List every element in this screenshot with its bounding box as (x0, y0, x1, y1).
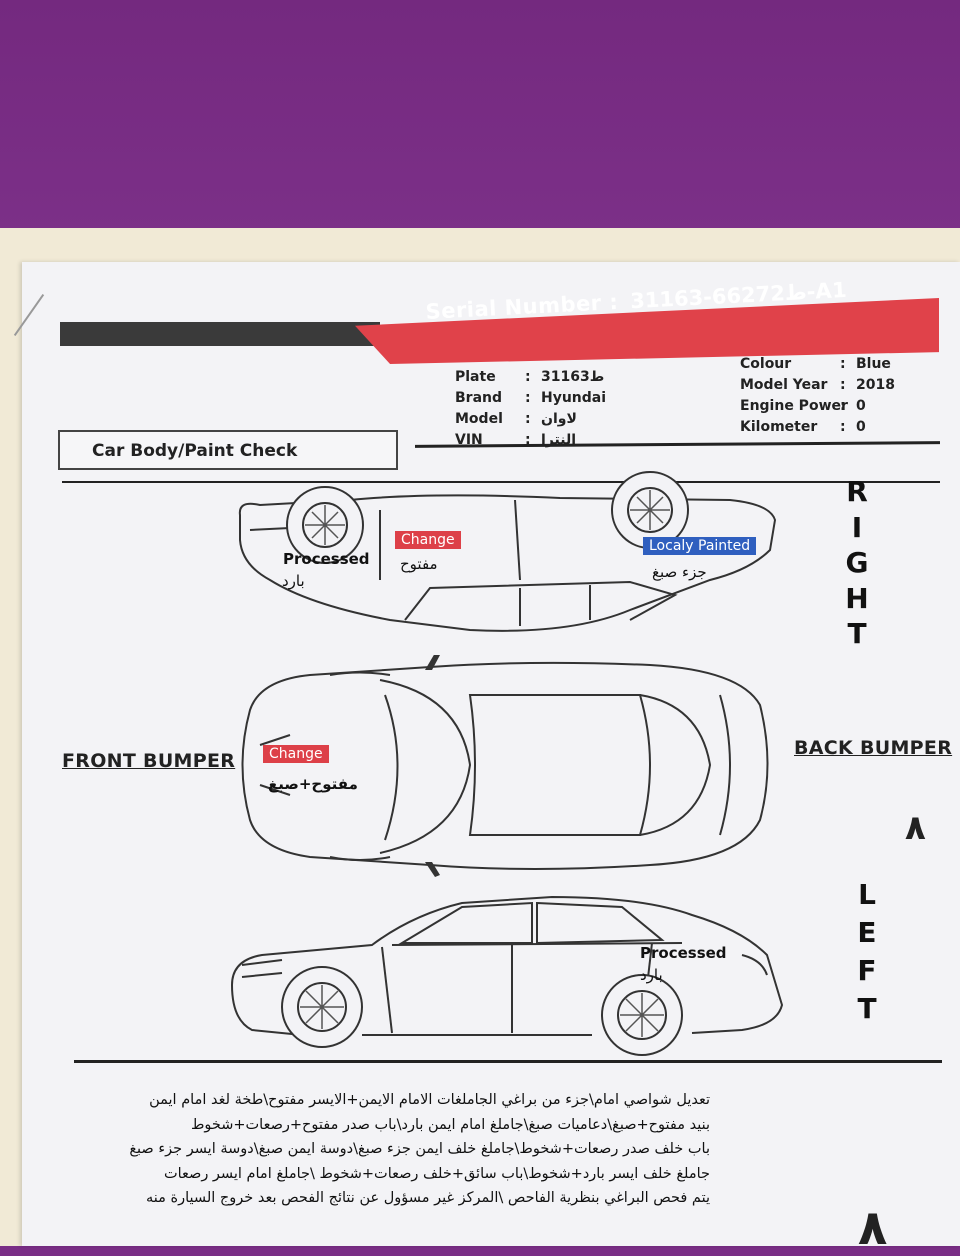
side-letter: L (858, 878, 876, 911)
section-title: Car Body/Paint Check (92, 441, 298, 461)
info-key: Colour (740, 356, 792, 372)
left-processed-label: Processed (640, 944, 727, 962)
info-value: 0 (856, 419, 866, 435)
side-letter: T (847, 617, 867, 650)
side-letter: I (851, 510, 863, 544)
note-line: بنيد مفتوح+صبغ\دعاميات صبغ\جاملغ امام اي… (190, 1116, 710, 1133)
note-line: تعديل شواصي امام\جزء من براغي الجاملغات … (149, 1092, 710, 1108)
side-letter: F (857, 954, 877, 987)
info-row: Engine Power:0 (740, 396, 895, 417)
info-value: ط31163 (541, 369, 605, 385)
car-top-view-diagram (241, 655, 769, 877)
info-row: Brand:Hyundai (455, 388, 606, 409)
car-right-side-diagram (238, 471, 777, 632)
note-line: جاملغ خلف ايسر بارد+شخوط\باب سائق+خلف رص… (163, 1165, 710, 1182)
info-value: Hyundai (541, 390, 607, 406)
info-key: Model (455, 411, 503, 427)
front-bumper-label: FRONT BUMPER (62, 750, 236, 772)
right-change-ar: مفتوح (400, 555, 438, 573)
note-line: باب خلف صدر رصعات+شخوط\جاملغ خلف ايمن جز… (129, 1141, 710, 1157)
right-painted-badge: Localy Painted (643, 537, 757, 555)
side-letter: R (846, 475, 868, 508)
body-check-title-box: Car Body/Paint Check (58, 430, 398, 470)
note-line: يتم فحص البراغي بنظرية الفاحص \المركز غي… (146, 1190, 710, 1206)
inspection-notes: تعديل شواصي امام\جزء من براغي الجاملغات … (90, 1088, 710, 1211)
info-key: Plate (455, 369, 496, 385)
info-key: Kilometer (740, 419, 818, 435)
info-row: Plate:ط31163 (455, 367, 606, 388)
side-letter: E (857, 916, 877, 949)
info-key: VIN (455, 432, 483, 448)
info-value: 2018 (856, 377, 895, 393)
right-processed-ar: بارد (282, 572, 305, 590)
right-painted-ar: جزء صبغ (652, 563, 707, 581)
left-processed-ar: بارد (640, 966, 663, 984)
inspection-sheet (22, 262, 960, 1246)
right-processed-label: Processed (283, 550, 370, 568)
info-key: Model Year (740, 377, 828, 393)
top-change-badge: Change (263, 745, 329, 763)
side-letter: G (845, 546, 869, 579)
vehicle-info-right: Colour:Blue Model Year:2018 Engine Power… (740, 354, 895, 438)
divider-line (74, 1060, 942, 1063)
info-row: Colour:Blue (740, 354, 895, 375)
right-side-label: R I G H T (842, 474, 872, 652)
info-row: VIN:النترا (455, 430, 606, 451)
info-value: Blue (856, 356, 891, 372)
info-row: Model Year:2018 (740, 375, 895, 396)
page-mark: ٨ (858, 1200, 888, 1256)
info-row: Kilometer:0 (740, 417, 895, 438)
vehicle-info-left: Plate:ط31163 Brand:Hyundai Model:لاوان V… (455, 367, 606, 451)
header-dark-bar (60, 322, 380, 346)
info-key: Brand (455, 390, 503, 406)
side-letter: T (857, 992, 877, 1025)
left-side-label: L E F T (852, 876, 882, 1028)
right-change-badge: Change (395, 531, 461, 549)
purple-background (0, 0, 960, 240)
page-mark: ٨ (905, 808, 926, 848)
back-bumper-label: BACK BUMPER (794, 737, 953, 759)
info-value: 0 (856, 398, 866, 414)
divider-line (62, 481, 940, 483)
top-change-ar: مفتوح+صبغ (268, 775, 358, 793)
info-key: Engine Power (740, 398, 848, 414)
info-row: Model:لاوان (455, 409, 606, 430)
side-letter: H (845, 581, 869, 615)
info-value: لاوان (541, 411, 577, 427)
car-left-side-diagram (231, 895, 784, 1056)
